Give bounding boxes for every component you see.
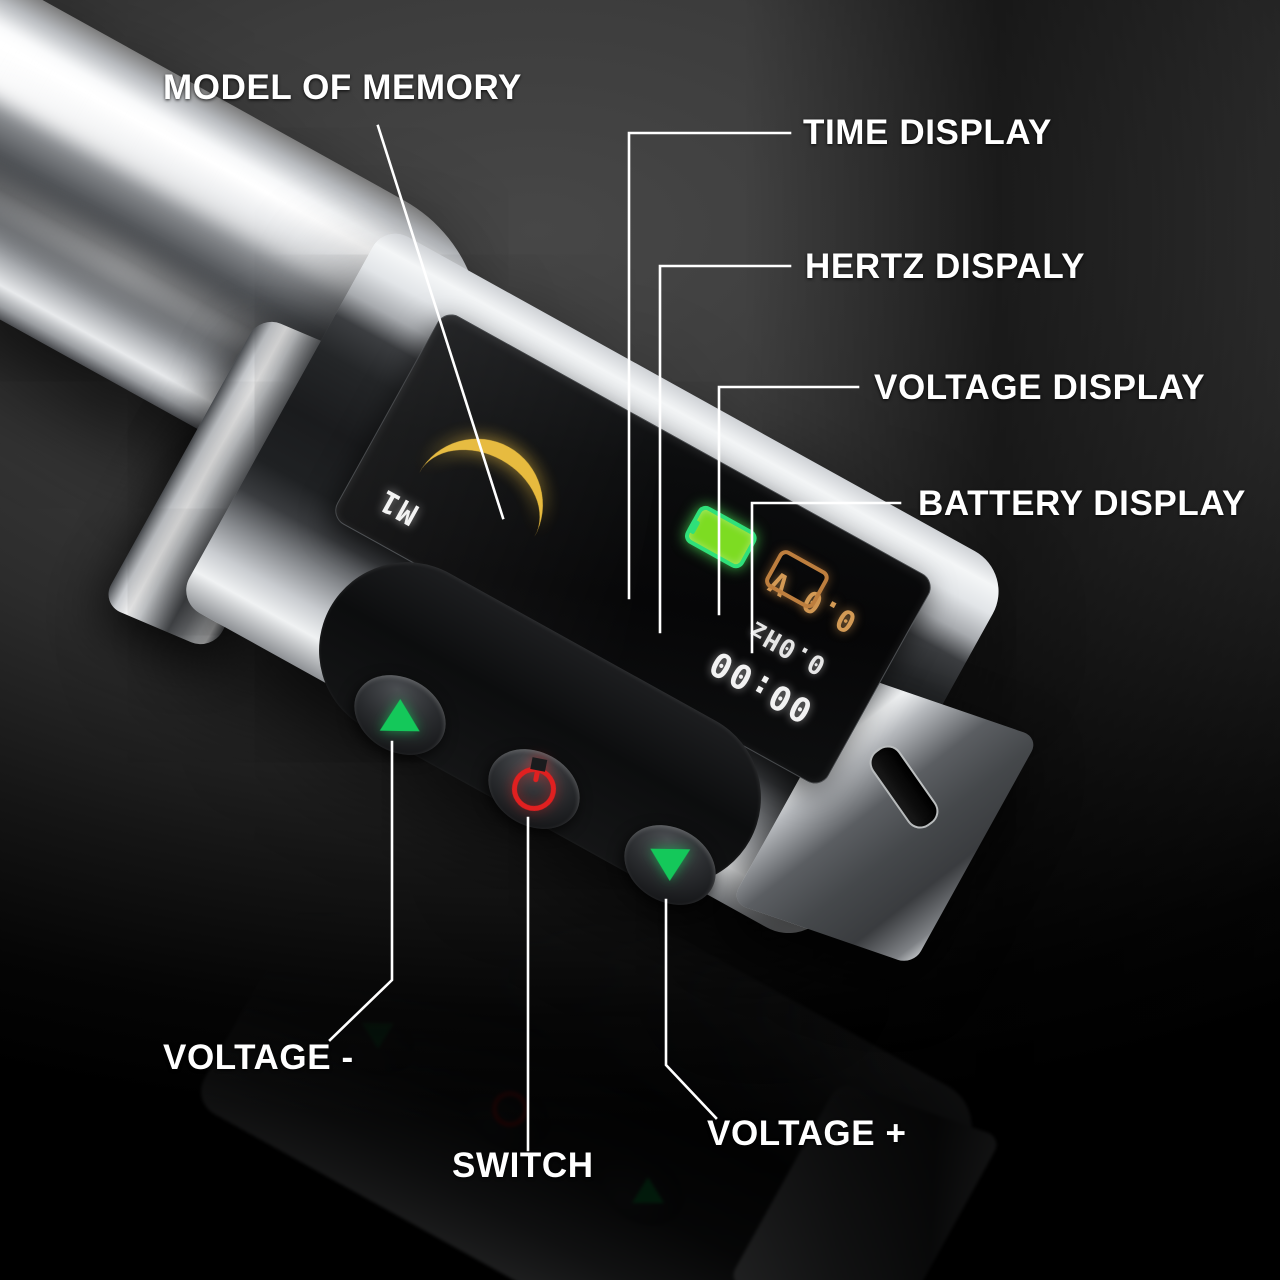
callout-label-voltage-display: VOLTAGE DISPLAY — [874, 368, 1206, 407]
callout-label-time-display: TIME DISPLAY — [803, 113, 1053, 152]
callout-label-model-of-memory: MODEL OF MEMORY — [163, 68, 522, 107]
callout-label-hertz-display: HERTZ DISPALY — [805, 247, 1086, 286]
reflection-power-icon — [492, 1091, 528, 1127]
arrow-down-icon — [649, 848, 691, 882]
arrow-up-icon — [379, 698, 421, 732]
callout-label-battery-display: BATTERY DISPLAY — [918, 484, 1246, 523]
reflection-end-cap — [727, 1081, 1003, 1280]
screen-battery-icon — [681, 502, 760, 572]
product-reflection — [180, 769, 1080, 1280]
reflection-arrow-down-icon — [632, 1177, 664, 1203]
callout-label-switch: SWITCH — [452, 1146, 594, 1185]
reflection-button-3 — [589, 1140, 697, 1240]
reflection-arrow-up-icon — [362, 1023, 394, 1049]
screen-memory-indicator: M1 — [372, 481, 425, 532]
callout-label-voltage-minus: VOLTAGE - — [163, 1038, 354, 1077]
signal-arc-icon — [411, 415, 567, 550]
power-icon — [508, 763, 560, 815]
callout-label-voltage-plus: VOLTAGE + — [707, 1114, 907, 1153]
